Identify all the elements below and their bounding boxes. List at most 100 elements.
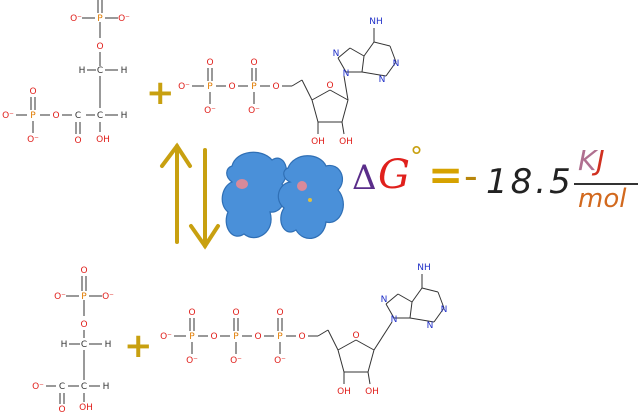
atom-oxygen: O xyxy=(272,82,279,92)
atom-phosphate_o_minus: O⁻ xyxy=(27,135,39,145)
plus-sign-bottom: + xyxy=(124,326,153,366)
ring-bond xyxy=(385,293,399,305)
delta-symbol: Δ xyxy=(352,158,377,198)
ring-bond xyxy=(337,349,345,373)
ring-bond xyxy=(337,339,357,351)
fraction-bar xyxy=(574,183,638,185)
ring-bond xyxy=(397,293,413,303)
ring-bond xyxy=(337,47,351,59)
ring-bond xyxy=(341,99,349,123)
atom-hydroxyl: OH xyxy=(365,387,379,397)
bond xyxy=(367,371,371,385)
atom-hydrogen: H xyxy=(105,340,112,350)
atom-nitrogen: N xyxy=(391,315,398,325)
atom-carbon: C xyxy=(59,382,65,392)
atom-nitrogen: N xyxy=(333,49,340,59)
atom-hydroxyl: OH xyxy=(337,387,351,397)
atom-hydroxyl: OH xyxy=(96,135,110,145)
atom-phosphate_o_minus: O⁻ xyxy=(274,356,286,366)
atom-phosphate_o_minus: O⁻ xyxy=(248,106,260,116)
atom-nitrogen: N xyxy=(393,59,400,69)
standard-state-degree: ° xyxy=(410,142,423,172)
atom-oxygen: O xyxy=(29,87,36,97)
atom-phosphate_o_minus: O⁻ xyxy=(118,14,130,24)
atom-hydrogen: H xyxy=(121,111,128,121)
atom-oxygen: O xyxy=(254,332,261,342)
ring-bond xyxy=(311,89,331,101)
ring-bond xyxy=(355,339,375,351)
atom-phosphate_o_minus: O⁻ xyxy=(54,292,66,302)
ring-bond xyxy=(361,71,387,77)
ring-bond xyxy=(385,61,397,77)
atom-phosphorus: P xyxy=(207,82,213,92)
atom-phosphate_o_minus: O⁻ xyxy=(32,382,44,392)
ring-bond xyxy=(421,287,439,293)
atom-hydrogen: H xyxy=(79,66,86,76)
atom-hydroxyl: OH xyxy=(79,403,93,413)
g-symbol: G xyxy=(378,152,410,198)
atom-oxygen: O xyxy=(188,308,195,318)
ring-bond xyxy=(363,41,375,57)
ring-bond xyxy=(411,287,423,303)
ring-bond xyxy=(311,99,319,123)
bond xyxy=(301,79,313,101)
unit-k: K xyxy=(578,144,597,177)
bond xyxy=(343,75,349,101)
atom-oxygen: O xyxy=(298,332,305,342)
atom-phosphate_o_minus: O⁻ xyxy=(204,106,216,116)
atom-oxygen: O xyxy=(74,136,81,146)
atom-phosphate_o_minus: O⁻ xyxy=(102,292,114,302)
atom-phosphorus: P xyxy=(251,82,257,92)
ring-bond xyxy=(361,55,365,73)
atom-oxygen: O xyxy=(228,82,235,92)
atom-carbon: C xyxy=(81,340,87,350)
arrow-up-icon xyxy=(160,142,192,244)
unit-denominator: mol xyxy=(578,184,627,214)
ring-bond xyxy=(437,291,445,309)
atom-phosphate_o_minus: O⁻ xyxy=(160,332,172,342)
atom-phosphate_o_minus: O⁻ xyxy=(186,356,198,366)
atom-amine: NH xyxy=(417,263,431,273)
arrow-down-icon xyxy=(189,148,220,250)
ring-bond xyxy=(433,307,445,323)
unit-j: J xyxy=(596,144,605,177)
atom-amine: NH xyxy=(369,17,383,27)
ring-bond xyxy=(409,301,413,319)
atom-phosphate_o_minus: O⁻ xyxy=(178,82,190,92)
ring-bond xyxy=(373,41,391,47)
atom-carbon: C xyxy=(97,111,103,121)
minus-sign: - xyxy=(464,154,478,198)
atom-hydroxyl: OH xyxy=(311,137,325,147)
atom-carbon: C xyxy=(81,382,87,392)
bond xyxy=(341,121,345,135)
ring-bond xyxy=(337,57,347,73)
atom-nitrogen: N xyxy=(379,75,386,85)
atom-phosphate_o_minus: O⁻ xyxy=(2,111,14,121)
enzyme-structure-icon xyxy=(221,151,344,239)
atom-phosphorus: P xyxy=(233,332,239,342)
molecules xyxy=(16,0,445,404)
atom-phosphate_o_minus: O⁻ xyxy=(230,356,242,366)
atom-labels: PO⁻O⁻O⁻OHCHCHOHCOOPOO⁻O⁻O⁻POO⁻OPOO⁻OOOHO… xyxy=(2,14,448,414)
atom-hydroxyl: OH xyxy=(339,137,353,147)
ring-bond xyxy=(385,303,395,319)
atom-hydrogen: H xyxy=(61,340,68,350)
atom-nitrogen: N xyxy=(441,305,448,315)
bond xyxy=(317,329,329,337)
atom-oxygen: O xyxy=(276,308,283,318)
ring-bond xyxy=(349,47,365,57)
atom-oxygen: O xyxy=(352,331,359,341)
atom-phosphorus: P xyxy=(30,111,36,121)
ring-bond xyxy=(367,349,375,373)
equals-sign: = xyxy=(428,150,464,199)
atom-oxygen: O xyxy=(52,111,59,121)
atom-oxygen: O xyxy=(206,58,213,68)
atom-hydrogen: H xyxy=(103,382,110,392)
atom-carbon: C xyxy=(75,111,81,121)
atom-oxygen: O xyxy=(210,332,217,342)
bond xyxy=(291,79,303,87)
plus-sign-top: + xyxy=(146,73,175,113)
atom-oxygen: O xyxy=(80,266,87,276)
atom-phosphorus: P xyxy=(277,332,283,342)
